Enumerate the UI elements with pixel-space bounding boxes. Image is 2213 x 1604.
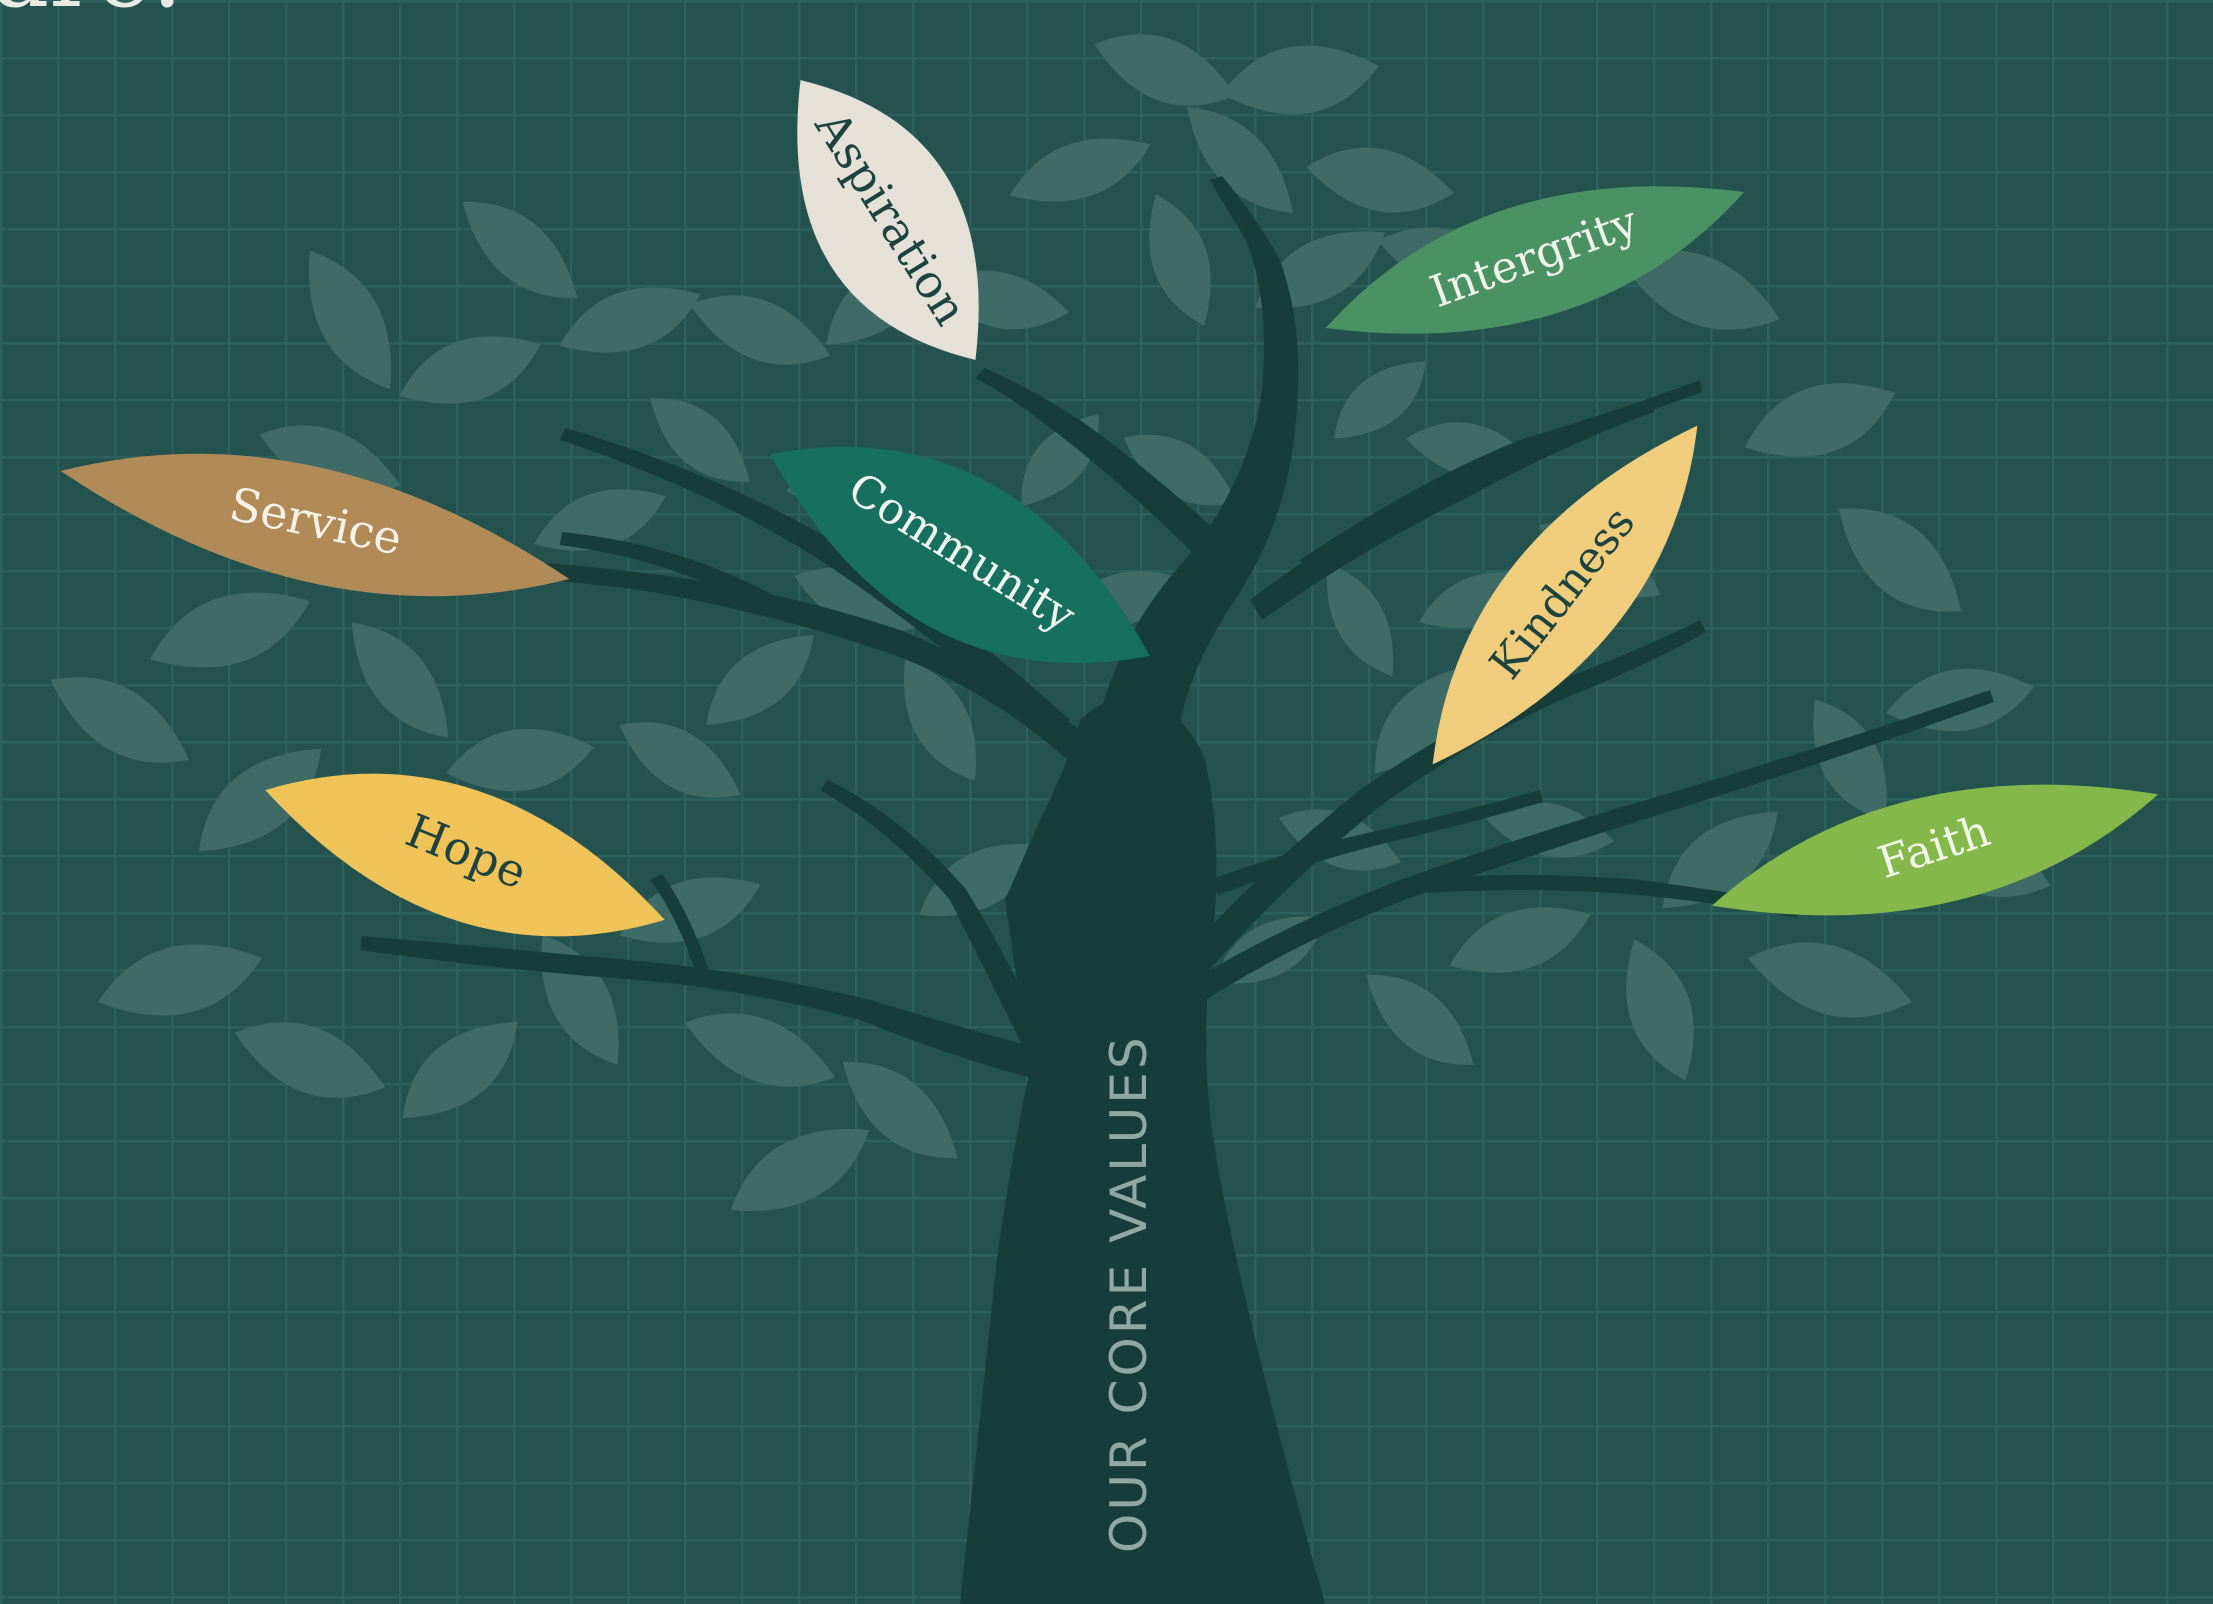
tree-trunk-and-branches xyxy=(360,176,1994,1604)
heading-fragment: are. xyxy=(0,0,182,29)
value-leaf-service: Service xyxy=(48,414,582,636)
value-leaf-faith: Faith xyxy=(1698,741,2172,959)
value-leaf-hope: Hope xyxy=(245,728,685,982)
trunk-label: OUR CORE VALUES xyxy=(1100,1034,1158,1553)
